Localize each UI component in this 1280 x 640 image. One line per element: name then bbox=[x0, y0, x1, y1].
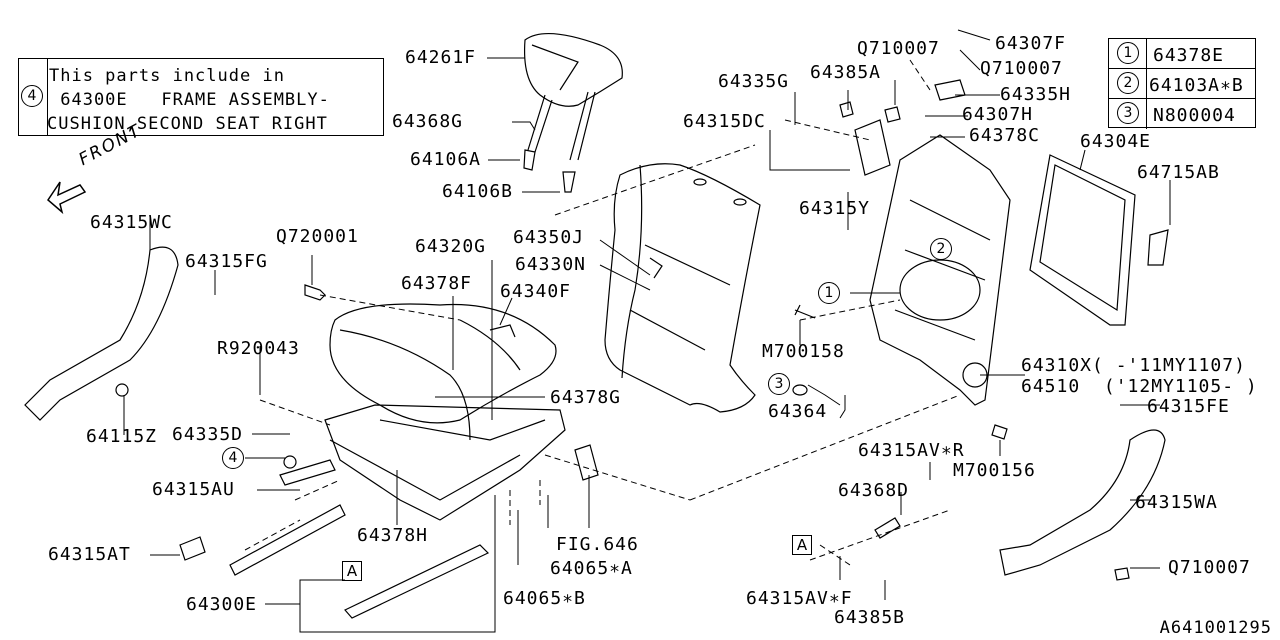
part-label-64315AU[interactable]: 64315AU bbox=[152, 479, 235, 500]
dashed-guide-lines bbox=[244, 59, 961, 566]
part-label-64368D[interactable]: 64368D bbox=[838, 480, 910, 501]
part-label-64510[interactable]: 64510 ('12MY1105- ) bbox=[1021, 376, 1258, 397]
illustration-code: A641001295 bbox=[1159, 618, 1272, 638]
part-label-64315AVF[interactable]: 64315AV∗F bbox=[746, 588, 853, 609]
back-panel-drawing bbox=[1029, 154, 1169, 326]
reference-box-a: A bbox=[792, 535, 812, 555]
part-label-64115Z[interactable]: 64115Z bbox=[86, 426, 158, 447]
part-label-64304E[interactable]: 64304E bbox=[1080, 131, 1152, 152]
seat-frame-drawing bbox=[179, 404, 566, 619]
part-label-64106A[interactable]: 64106A bbox=[410, 149, 482, 170]
part-label-64385B[interactable]: 64385B bbox=[834, 607, 906, 628]
part-label-64315WA[interactable]: 64315WA bbox=[1135, 492, 1218, 513]
part-label-Q720001[interactable]: Q720001 bbox=[276, 226, 359, 247]
part-label-64307H[interactable]: 64307H bbox=[962, 104, 1034, 125]
note-box: 4 This parts include in 64300E FRAME ASS… bbox=[18, 58, 384, 136]
part-label-M700158[interactable]: M700158 bbox=[762, 341, 845, 362]
part-label-64330N[interactable]: 64330N bbox=[515, 254, 587, 275]
part-label-64350J[interactable]: 64350J bbox=[513, 227, 585, 248]
part-label-64300E[interactable]: 64300E bbox=[186, 594, 258, 615]
part-label-FIG646[interactable]: FIG.646 bbox=[556, 534, 639, 555]
leader-lines bbox=[123, 29, 1171, 633]
callout-marker-1: 1 bbox=[818, 282, 840, 304]
legend-row: 2 64103A∗B bbox=[1109, 69, 1255, 99]
note-marker-cell: 4 bbox=[19, 59, 48, 135]
part-label-Q710007[interactable]: Q710007 bbox=[857, 38, 940, 59]
callout-marker-4: 4 bbox=[21, 85, 43, 107]
callout-marker-3: 3 bbox=[1117, 102, 1139, 124]
legend-part[interactable]: 64378E bbox=[1153, 45, 1225, 66]
part-label-64368G[interactable]: 64368G bbox=[392, 111, 464, 132]
fasteners-drawing bbox=[115, 79, 1130, 581]
note-line-3: CUSHION,SECOND SEAT RIGHT bbox=[47, 114, 328, 134]
seatback-cushion-drawing bbox=[604, 163, 761, 413]
part-label-64378C[interactable]: 64378C bbox=[969, 125, 1041, 146]
part-label-64340F[interactable]: 64340F bbox=[500, 281, 572, 302]
legend-table: 1 64378E 2 64103A∗B 3 N800004 bbox=[1108, 38, 1256, 129]
part-label-64335G[interactable]: 64335G bbox=[718, 71, 790, 92]
part-label-64378G[interactable]: 64378G bbox=[550, 387, 622, 408]
part-label-64715AB[interactable]: 64715AB bbox=[1137, 162, 1220, 183]
part-label-Q710007[interactable]: Q710007 bbox=[1168, 557, 1251, 578]
legend-row: 1 64378E bbox=[1109, 39, 1255, 69]
side-cover-right-drawing bbox=[999, 429, 1166, 576]
callout-marker-3: 3 bbox=[768, 373, 790, 395]
callout-marker-1: 1 bbox=[1117, 42, 1139, 64]
part-label-64335H[interactable]: 64335H bbox=[1000, 84, 1072, 105]
part-label-64315DC[interactable]: 64315DC bbox=[683, 111, 766, 132]
part-label-64315FE[interactable]: 64315FE bbox=[1147, 396, 1230, 417]
part-label-64315FG[interactable]: 64315FG bbox=[185, 251, 268, 272]
part-label-Q710007[interactable]: Q710007 bbox=[980, 58, 1063, 79]
part-label-64315AT[interactable]: 64315AT bbox=[48, 544, 131, 565]
part-label-64385A[interactable]: 64385A bbox=[810, 62, 882, 83]
part-label-64315WC[interactable]: 64315WC bbox=[90, 212, 173, 233]
callout-marker-2: 2 bbox=[1117, 72, 1139, 94]
part-label-64335D[interactable]: 64335D bbox=[172, 424, 244, 445]
part-label-64065B[interactable]: 64065∗B bbox=[503, 588, 586, 609]
headrest-drawing bbox=[523, 32, 623, 193]
part-label-64320G[interactable]: 64320G bbox=[415, 236, 487, 257]
callout-marker-2: 2 bbox=[930, 238, 952, 260]
part-label-64315AVR[interactable]: 64315AV∗R bbox=[858, 440, 965, 461]
part-label-64378H[interactable]: 64378H bbox=[357, 525, 429, 546]
seatback-frame-drawing bbox=[854, 119, 1011, 406]
legend-part[interactable]: N800004 bbox=[1153, 105, 1236, 126]
part-label-64364[interactable]: 64364 bbox=[768, 401, 828, 422]
part-label-M700156[interactable]: M700156 bbox=[953, 460, 1036, 481]
note-line-2: 64300E FRAME ASSEMBLY- bbox=[49, 90, 330, 110]
seat-cushion-drawing bbox=[329, 303, 557, 441]
part-label-64065A[interactable]: 64065∗A bbox=[550, 558, 633, 579]
side-cover-left-drawing bbox=[24, 246, 179, 421]
reference-box-a: A bbox=[342, 561, 362, 581]
part-label-64106B[interactable]: 64106B bbox=[442, 181, 514, 202]
part-label-64315Y[interactable]: 64315Y bbox=[799, 198, 871, 219]
part-label-R920043[interactable]: R920043 bbox=[217, 338, 300, 359]
part-label-64261F[interactable]: 64261F bbox=[405, 47, 477, 68]
part-label-64310X[interactable]: 64310X( -'11MY1107) bbox=[1021, 355, 1246, 376]
note-line-1: This parts include in bbox=[49, 66, 285, 86]
part-label-64307F[interactable]: 64307F bbox=[995, 33, 1067, 54]
legend-part[interactable]: 64103A∗B bbox=[1149, 75, 1244, 96]
callout-marker-4: 4 bbox=[222, 447, 244, 469]
part-label-64378F[interactable]: 64378F bbox=[401, 273, 473, 294]
front-arrow-icon bbox=[47, 181, 87, 215]
legend-row: 3 N800004 bbox=[1109, 99, 1255, 129]
